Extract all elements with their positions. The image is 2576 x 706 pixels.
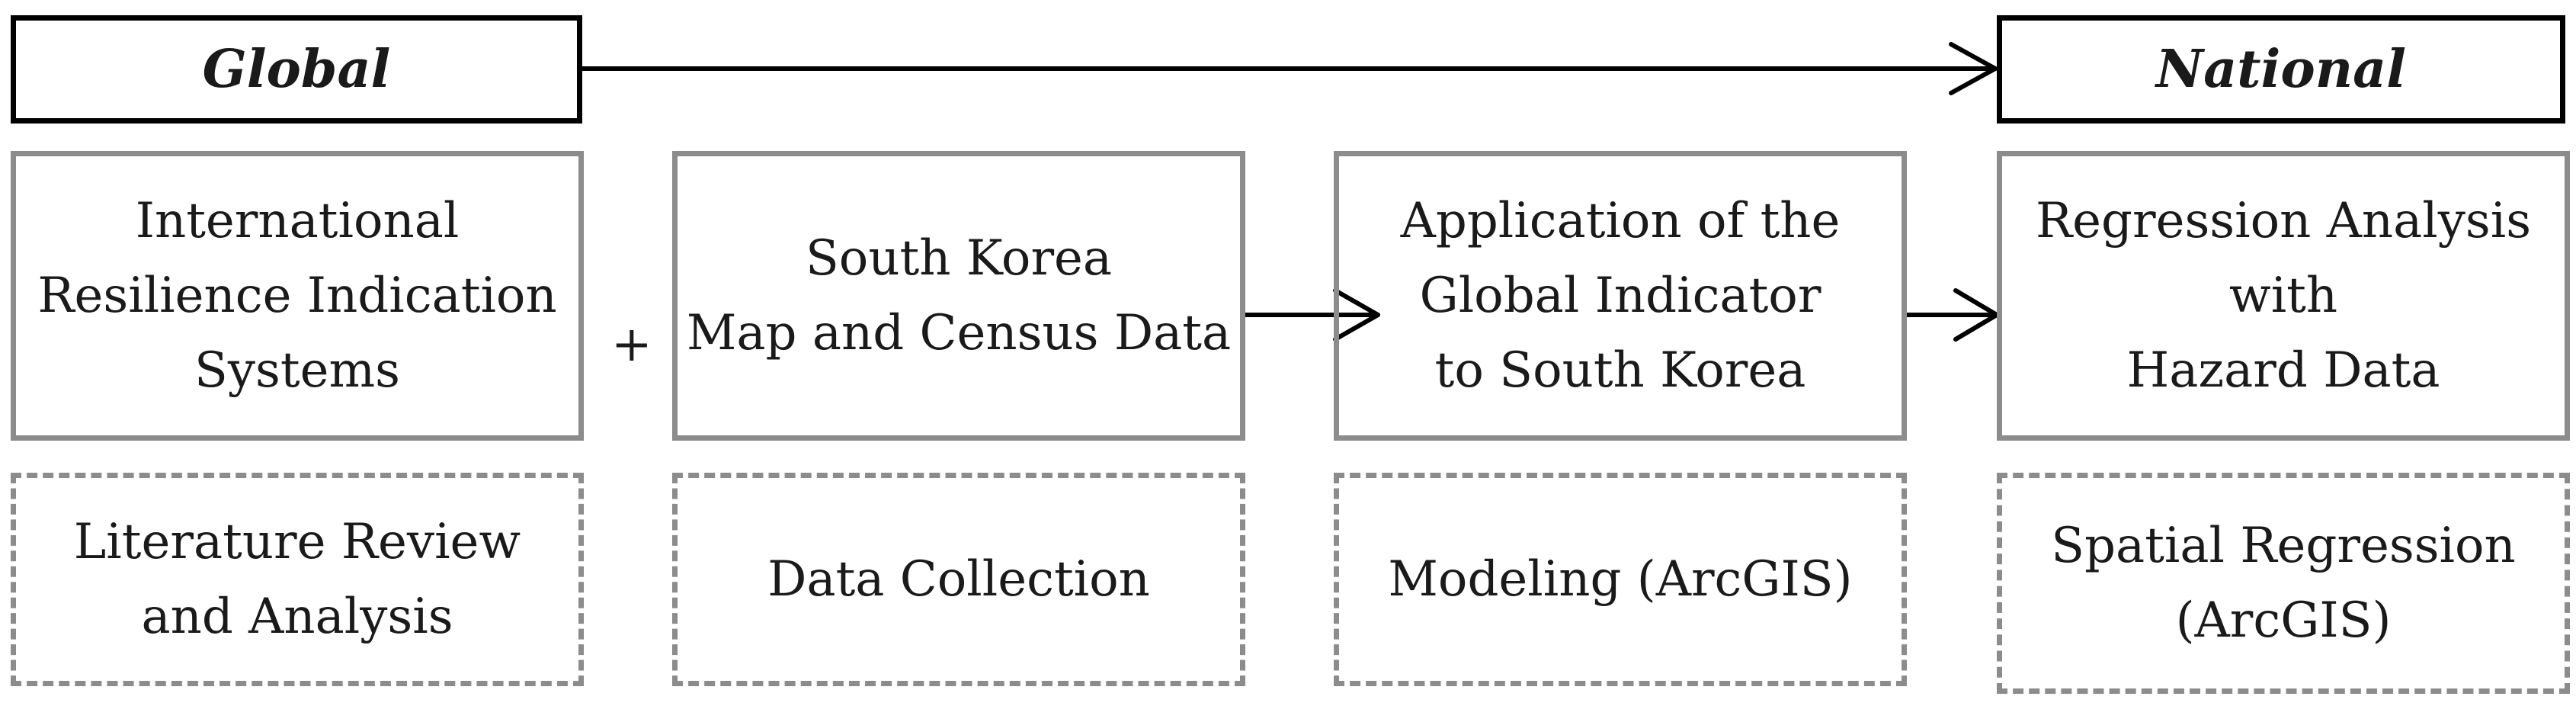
step-3-method-text: Modeling (ArcGIS) bbox=[1388, 551, 1853, 608]
plus-operator: + bbox=[611, 316, 652, 373]
step-application-indicator: Application of the Global Indicator to S… bbox=[1334, 151, 1907, 441]
step-2-method-text: Data Collection bbox=[767, 551, 1150, 608]
step-2-main-text: South Korea Map and Census Data bbox=[686, 230, 1232, 361]
step-international-resilience: International Resilience Indication Syst… bbox=[11, 151, 584, 441]
method-literature-review: Literature Review and Analysis bbox=[11, 473, 584, 686]
method-data-collection: Data Collection bbox=[672, 473, 1245, 686]
method-modeling: Modeling (ArcGIS) bbox=[1334, 473, 1907, 686]
global-header-label: Global bbox=[202, 39, 391, 100]
national-header: National bbox=[1997, 15, 2565, 124]
step-3-main-text: Application of the Global Indicator to S… bbox=[1400, 193, 1841, 399]
step-1-main-text: International Resilience Indication Syst… bbox=[37, 193, 557, 399]
step-1-method-text: Literature Review and Analysis bbox=[73, 514, 521, 645]
national-header-label: National bbox=[2155, 39, 2407, 100]
application-to-regression-arrow bbox=[1903, 288, 1999, 342]
method-spatial-regression: Spatial Regression (ArcGIS) bbox=[1997, 473, 2570, 694]
step-4-main-text: Regression Analysis with Hazard Data bbox=[2035, 193, 2532, 399]
census-to-application-arrow bbox=[1242, 288, 1380, 342]
step-south-korea-data: South Korea Map and Census Data bbox=[672, 151, 1245, 441]
step-regression-analysis: Regression Analysis with Hazard Data bbox=[1997, 151, 2570, 441]
global-to-national-arrow bbox=[577, 42, 1998, 95]
global-header: Global bbox=[11, 15, 582, 124]
step-4-method-text: Spatial Regression (ArcGIS) bbox=[2051, 518, 2516, 649]
